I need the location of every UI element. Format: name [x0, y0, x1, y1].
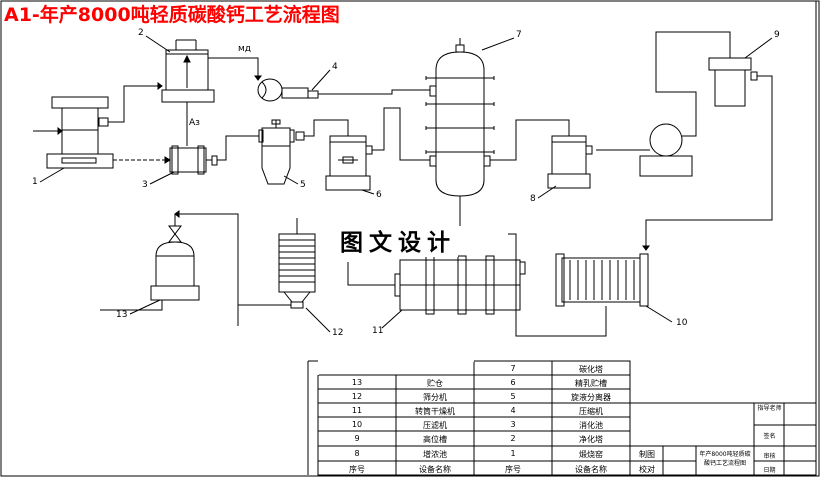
table-cell: 碳化塔 [579, 365, 603, 374]
table-cell: 贮仓 [427, 379, 443, 388]
table-header-cell: 序号 [505, 465, 521, 474]
title-block-signature: 签名 [763, 433, 776, 440]
equipment-pump [596, 124, 692, 176]
equipment-number-8: 8 [530, 194, 536, 204]
table-cell: 精乳贮槽 [575, 379, 607, 388]
table-cell: 转筒干燥机 [415, 407, 455, 416]
table-header-cell: 设备名称 [575, 465, 607, 474]
equipment-number-10: 10 [676, 318, 688, 328]
equipment-9-head-tank [709, 58, 757, 106]
equipment-number-1: 1 [32, 177, 38, 187]
flow-mark-down: Аз [189, 118, 200, 128]
equipment-6-milk-storage-tank [326, 126, 372, 190]
table-cell: 9 [354, 434, 360, 443]
table-cell: 煅烧窑 [579, 450, 603, 459]
table-cell: 13 [351, 378, 363, 387]
table-cell: 压缩机 [579, 407, 603, 416]
equipment-number-4: 4 [332, 62, 338, 72]
table-cell: 高位槽 [423, 435, 447, 444]
leader-lines [40, 36, 772, 332]
table-cell: 10 [351, 420, 363, 429]
table-cell: 8 [354, 449, 360, 458]
table-cell: 旋液分离器 [571, 393, 611, 402]
equipment-1-calcining-kiln [33, 97, 118, 168]
equipment-10-filter-press [556, 254, 648, 306]
equipment-number-6: 6 [376, 190, 382, 200]
table-cell: 消化池 [579, 421, 603, 430]
equipment-number-5: 5 [300, 180, 306, 190]
table-cell: 1 [510, 449, 516, 458]
equipment-4-compressor [258, 79, 318, 101]
equipment-number-2: 2 [138, 28, 144, 38]
drawing-title: A1-年产8000吨轻质碳酸钙工艺流程图 [4, 4, 340, 26]
equipment-2-purification-tower [162, 40, 214, 102]
title-block-checked-by: 校对 [639, 465, 655, 474]
table-cell: 11 [351, 406, 363, 415]
table-cell: 6 [510, 378, 516, 387]
equipment-11-rotary-dryer [395, 256, 525, 314]
equipment-number-9: 9 [774, 30, 780, 40]
table-cell: 7 [510, 364, 516, 373]
equipment-7-carbonation-tower [426, 38, 494, 214]
title-block-advisor: 指导老师 [757, 405, 782, 412]
table-header-cell: 序号 [349, 465, 365, 474]
equipment-number-13: 13 [116, 310, 128, 320]
table-cell: 净化塔 [579, 435, 603, 444]
table-cell: 压滤机 [423, 421, 447, 430]
title-block-date: 日期 [763, 467, 776, 474]
table-cell: 筛分机 [423, 393, 447, 402]
flow-mark-gas: мд [238, 44, 252, 54]
table-cell: 增浓池 [423, 450, 447, 459]
equipment-number-7: 7 [516, 30, 522, 40]
title-block-grid [308, 361, 816, 475]
table-cell: 3 [510, 420, 516, 429]
table-header-cell: 设备名称 [419, 465, 451, 474]
equipment-number-11: 11 [372, 326, 384, 336]
title-block-drawing-name: 年产8000吨轻质碳酸钙工艺流程图 [699, 451, 751, 467]
equipment-number-3: 3 [142, 180, 148, 190]
title-block-drawn-by: 制图 [639, 450, 655, 459]
equipment-3-slaking-tank [150, 146, 217, 174]
equipment-5-hydrocyclone [259, 120, 304, 184]
process-piping [100, 32, 772, 336]
table-cell: 4 [510, 406, 516, 415]
equipment-number-12: 12 [332, 328, 344, 338]
title-block-review: 审核 [763, 453, 776, 460]
table-cell: 5 [510, 392, 516, 401]
table-cell: 2 [510, 434, 516, 443]
equipment-12-screening-machine [279, 218, 315, 308]
table-cell: 12 [351, 392, 363, 401]
watermark-text: 图文设计 [338, 223, 458, 257]
equipment-13-storage-silo [151, 214, 199, 300]
equipment-8-thickener [548, 126, 592, 188]
